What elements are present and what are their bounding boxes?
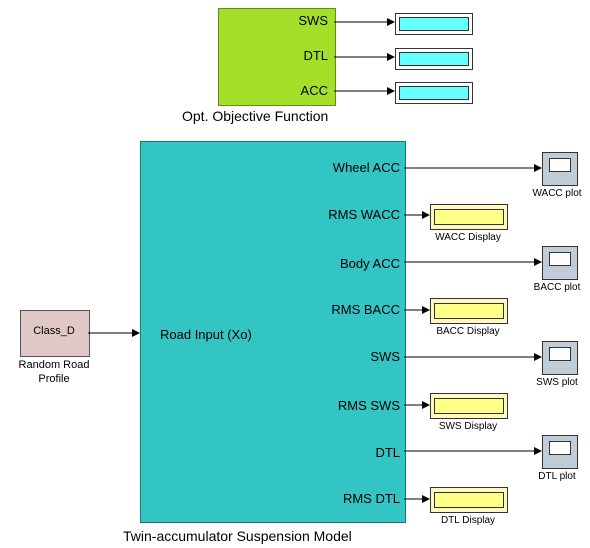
- dtl-scope-label: DTL plot: [538, 471, 576, 482]
- output-body-acc: Body ACC: [340, 256, 400, 271]
- dtl-scope[interactable]: [542, 435, 578, 469]
- wacc-display-label: WACC Display: [435, 232, 501, 243]
- output-sws: SWS: [370, 349, 400, 364]
- dtl-display[interactable]: [430, 487, 508, 513]
- objective-display-acc[interactable]: [395, 82, 473, 104]
- objective-port-acc: ACC: [300, 83, 328, 98]
- sws-display[interactable]: [430, 393, 508, 419]
- bacc-display[interactable]: [430, 298, 508, 324]
- sws-scope-label: SWS plot: [536, 377, 578, 388]
- wacc-display[interactable]: [430, 204, 508, 230]
- random-road-source-block[interactable]: [20, 310, 90, 357]
- suspension-model-block[interactable]: [140, 141, 406, 523]
- objective-display-dtl[interactable]: [395, 48, 473, 70]
- road-input-label: Road Input (Xo): [160, 327, 252, 342]
- bacc-scope[interactable]: [542, 246, 578, 280]
- objective-function-block[interactable]: [218, 8, 336, 106]
- output-rms-wacc: RMS WACC: [328, 207, 400, 222]
- sws-display-label: SWS Display: [438, 421, 498, 432]
- objective-display-sws[interactable]: [395, 13, 473, 35]
- objective-function-title: Opt. Objective Function: [182, 108, 329, 124]
- dtl-display-label: DTL Display: [440, 515, 496, 526]
- bacc-scope-label: BACC plot: [533, 282, 581, 293]
- source-caption-line2: Profile: [38, 373, 70, 385]
- output-rms-bacc: RMS BACC: [331, 302, 400, 317]
- wacc-scope-label: WACC plot: [532, 188, 582, 199]
- source-caption-line1: Random Road: [18, 359, 90, 371]
- source-block-label: Class_D: [33, 325, 75, 337]
- output-wheel-acc: Wheel ACC: [332, 160, 400, 175]
- output-dtl: DTL: [375, 445, 400, 460]
- objective-port-dtl: DTL: [303, 48, 328, 63]
- wacc-scope[interactable]: [542, 152, 578, 186]
- sws-scope[interactable]: [542, 341, 578, 375]
- suspension-model-title: Twin-accumulator Suspension Model: [123, 528, 352, 544]
- output-rms-sws: RMS SWS: [337, 398, 400, 413]
- objective-port-sws: SWS: [298, 13, 328, 28]
- output-rms-dtl: RMS DTL: [342, 491, 400, 506]
- bacc-display-label: BACC Display: [436, 326, 500, 337]
